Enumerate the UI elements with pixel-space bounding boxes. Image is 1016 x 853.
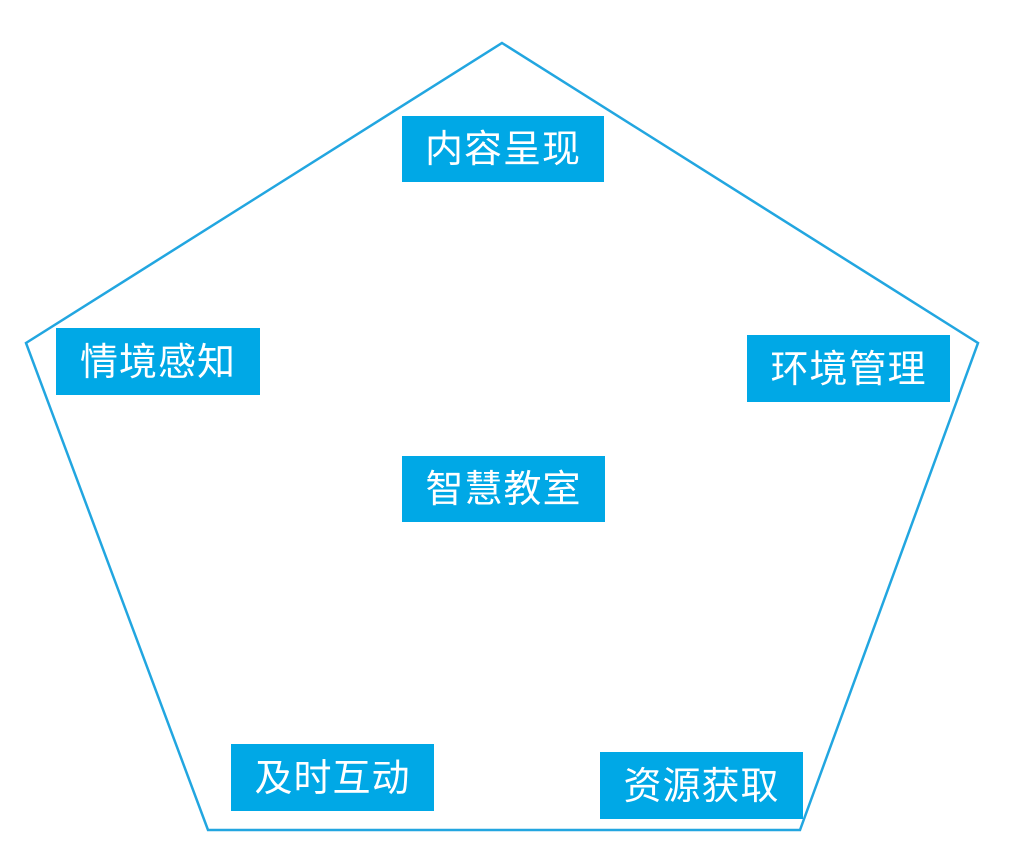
node-content-presentation: 内容呈现 — [402, 116, 604, 182]
node-smart-classroom-center: 智慧教室 — [402, 456, 605, 522]
pentagon-shape — [24, 41, 980, 832]
node-timely-interaction: 及时互动 — [231, 744, 434, 811]
node-context-awareness: 情境感知 — [56, 328, 260, 395]
node-environment-management: 环境管理 — [747, 335, 950, 402]
node-resource-acquisition: 资源获取 — [600, 752, 803, 819]
